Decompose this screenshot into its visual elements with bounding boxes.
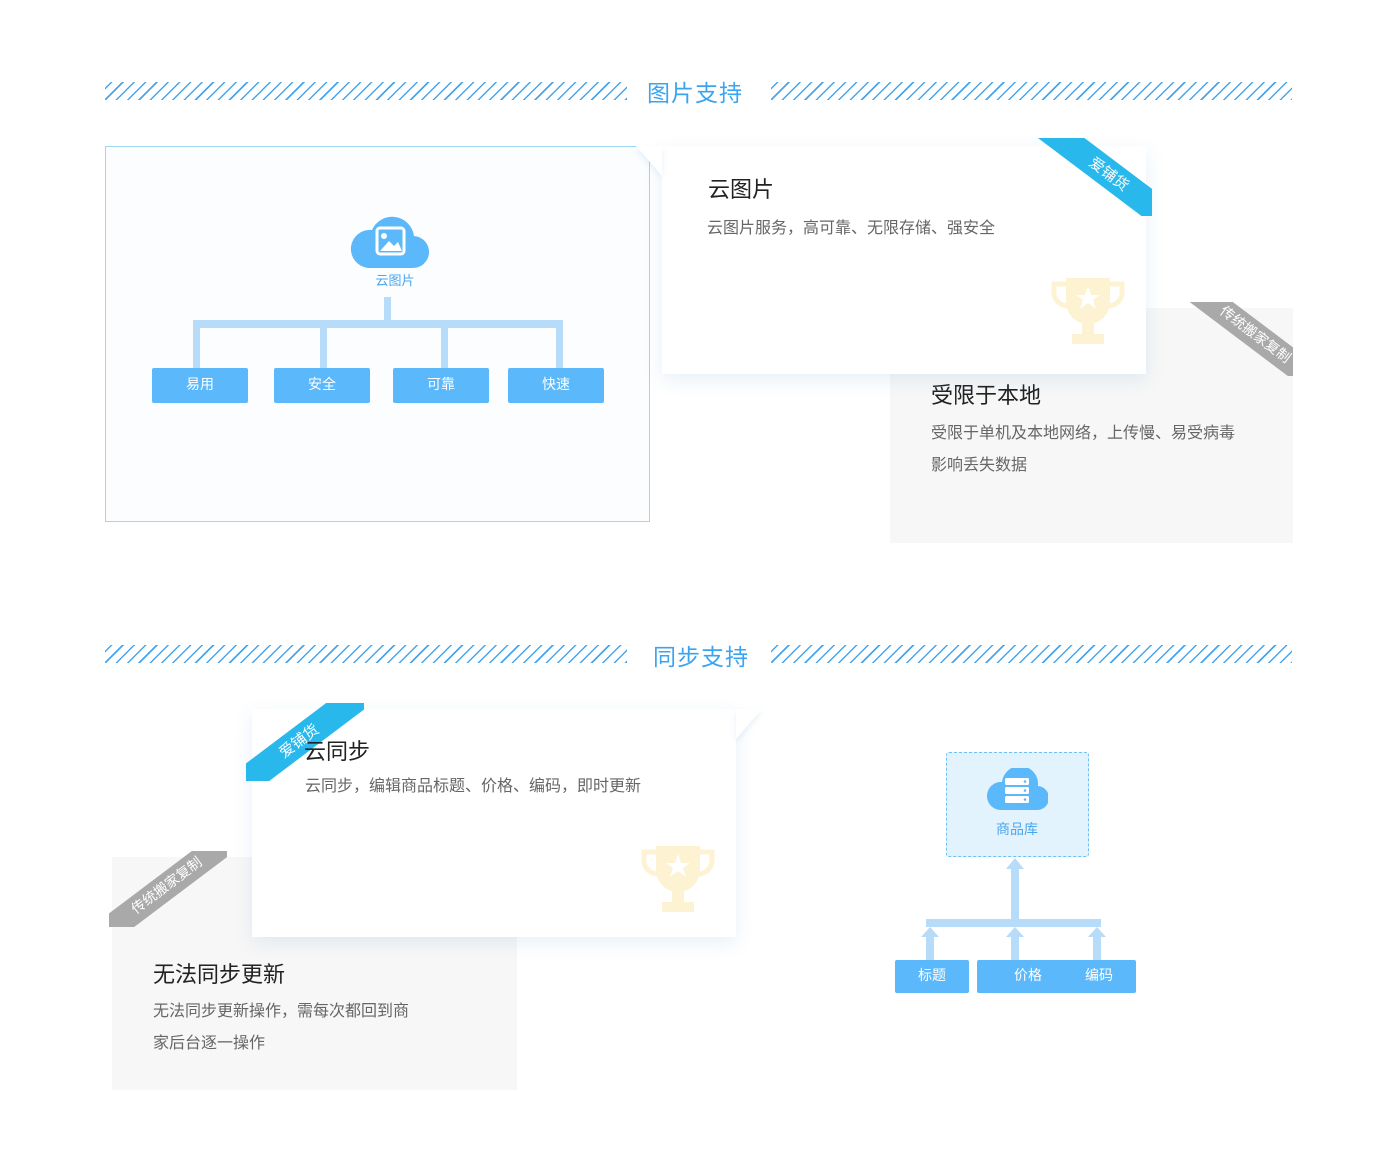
cloud-sync-card-title: 云同步 <box>304 740 371 765</box>
traditional-card-title: 受限于本地 <box>931 384 1042 409</box>
diagram-root-label: 云图片 <box>375 274 415 289</box>
section-divider-right <box>771 645 1292 663</box>
trophy-icon <box>641 846 715 912</box>
tag-easy: 易用 <box>152 368 248 403</box>
traditional-ribbon: 传统搬家复制 <box>109 851 227 927</box>
traditional-card-desc-line1: 受限于单机及本地网络，上传慢、易受病毒 <box>931 423 1236 442</box>
tag-reliable: 可靠 <box>393 368 489 403</box>
tag-code: 编码 <box>1062 960 1136 993</box>
section-divider-left <box>105 82 627 100</box>
brand-ribbon: 爱铺货 <box>1034 138 1152 216</box>
tag-fast: 快速 <box>508 368 604 403</box>
cloud-image-card <box>662 146 1146 374</box>
diagram-root-label: 商品库 <box>996 822 1038 838</box>
cloud-server-icon <box>986 768 1048 811</box>
sync-connectors <box>921 858 1106 960</box>
traditional-card-desc-line2: 家后台逐一操作 <box>153 1033 266 1052</box>
cloud-image-icon <box>350 216 430 269</box>
image-support-diagram <box>105 146 650 522</box>
traditional-card-desc-line2: 影响丢失数据 <box>931 455 1028 474</box>
section-title-image-support: 图片支持 <box>647 81 743 107</box>
trophy-icon <box>1051 278 1125 344</box>
traditional-card-title: 无法同步更新 <box>153 963 286 988</box>
section-title-sync-support: 同步支持 <box>653 645 749 671</box>
cloud-sync-card <box>252 709 736 937</box>
cloud-image-card-desc: 云图片服务，高可靠、无限存储、强安全 <box>707 218 996 237</box>
cloud-sync-card-desc: 云同步，编辑商品标题、价格、编码，即时更新 <box>305 776 642 795</box>
connector-drop-1 <box>193 320 200 368</box>
traditional-ribbon: 传统搬家复制 <box>1181 302 1293 376</box>
section-divider-left <box>105 645 627 663</box>
tag-title: 标题 <box>895 960 969 993</box>
cloud-image-card-title: 云图片 <box>708 178 775 203</box>
connector-drop-2 <box>320 320 327 368</box>
connector-drop-4 <box>556 320 563 368</box>
card-fold-corner <box>736 709 762 739</box>
tag-secure: 安全 <box>274 368 370 403</box>
connector-horizontal <box>193 320 563 328</box>
connector-drop-3 <box>441 320 448 368</box>
traditional-card-desc-line1: 无法同步更新操作，需每次都回到商 <box>153 1001 410 1020</box>
connector-stem <box>384 297 391 321</box>
card-fold-corner <box>636 146 662 176</box>
section-divider-right <box>771 82 1292 100</box>
